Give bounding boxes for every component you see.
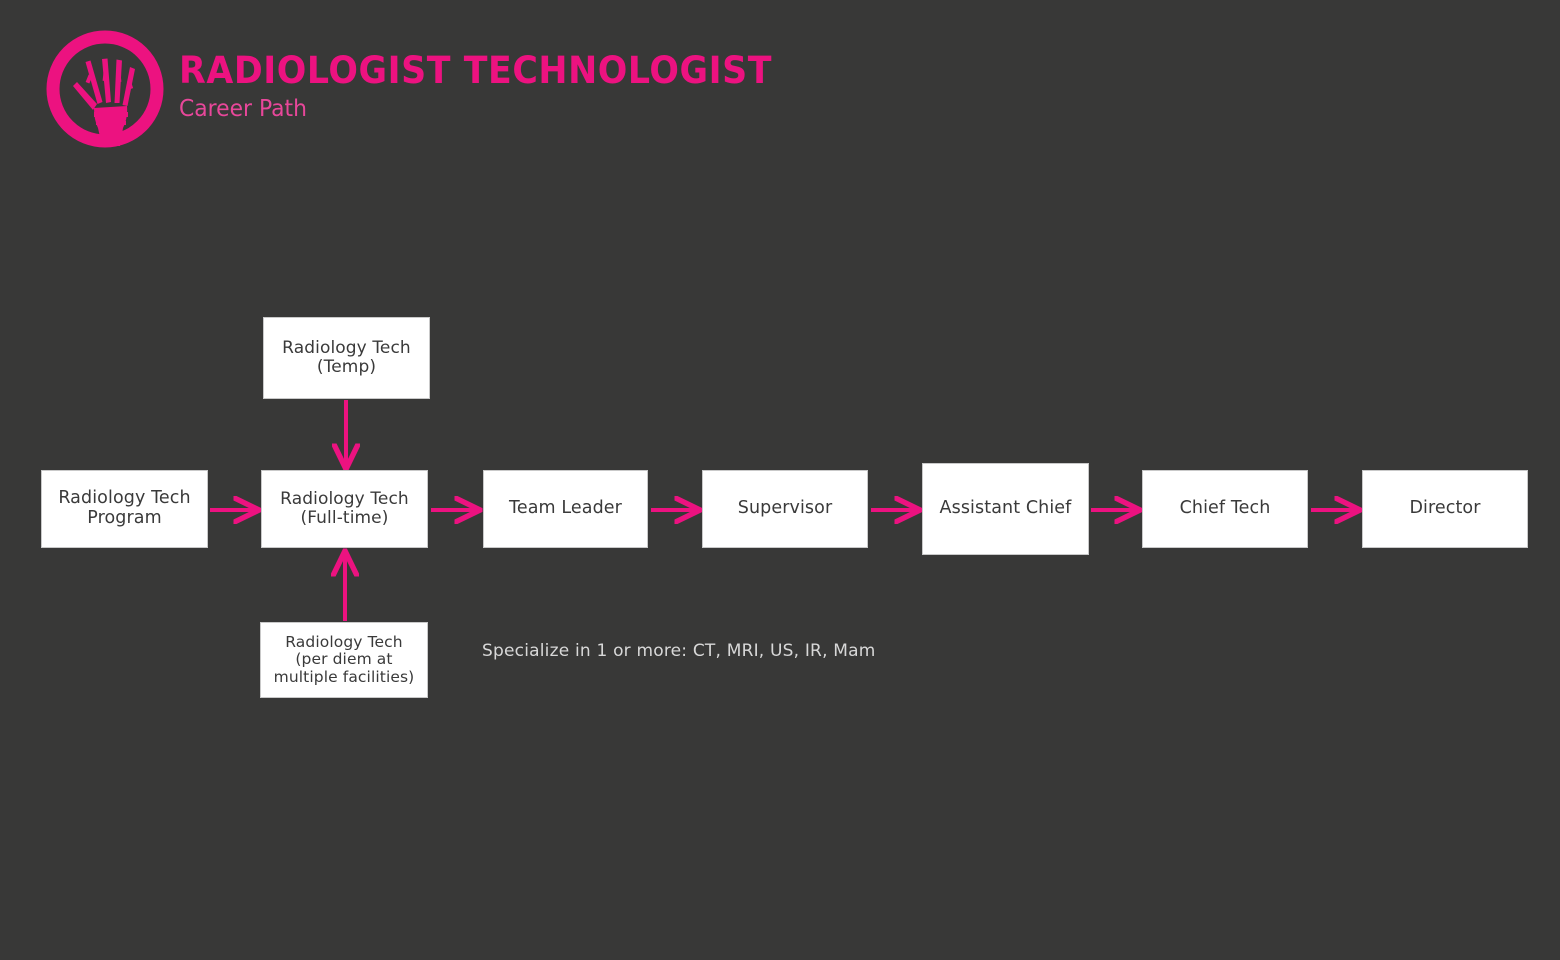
flow-node-radiology-tech-full-time[interactable]: Radiology Tech (Full-time) [261,470,428,548]
flow-node-supervisor[interactable]: Supervisor [702,470,868,548]
page-subtitle: Career Path [179,96,307,122]
flow-node-director[interactable]: Director [1362,470,1528,548]
brand-text-block: RADIOLOGIST TECHNOLOGIST Career Path [179,52,810,121]
page-title: RADIOLOGIST TECHNOLOGIST [179,49,773,92]
flow-node-radiology-tech-program[interactable]: Radiology Tech Program [41,470,208,548]
flow-node-label: Director [1409,498,1481,519]
flow-node-label: Assistant Chief [939,498,1072,519]
flow-node-team-leader[interactable]: Team Leader [483,470,648,548]
flow-node-label: Supervisor [737,498,833,519]
flow-node-label: Chief Tech [1179,498,1271,519]
flow-node-radiology-tech-temp[interactable]: Radiology Tech (Temp) [263,317,430,399]
flow-node-assistant-chief[interactable]: Assistant Chief [922,463,1089,555]
specialization-caption: Specialize in 1 or more: CT, MRI, US, IR… [482,641,876,661]
flow-node-label: Radiology Tech Program [58,488,191,528]
flow-node-label: Team Leader [509,498,622,519]
flow-node-label: Radiology Tech (per diem at multiple fac… [273,632,415,686]
page-header: RADIOLOGIST TECHNOLOGIST Career Path [44,28,844,148]
flow-node-radiology-tech-per-diem[interactable]: Radiology Tech (per diem at multiple fac… [260,622,428,698]
flow-node-label: Radiology Tech (Temp) [282,337,411,377]
flow-node-label: Radiology Tech (Full-time) [280,488,409,528]
xray-hand-in-circle-icon [44,28,166,150]
flow-node-chief-tech[interactable]: Chief Tech [1142,470,1308,548]
